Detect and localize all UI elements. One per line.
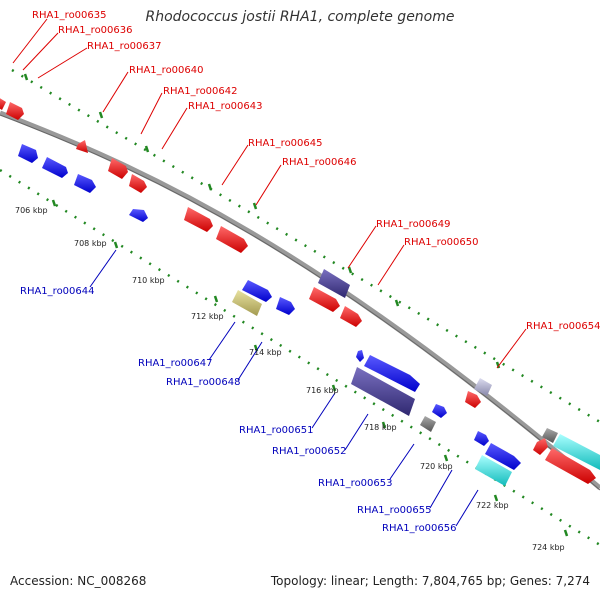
gene-ro00645[interactable]	[216, 226, 248, 253]
label-ro00636[interactable]: RHA1_ro00636	[58, 25, 133, 36]
gene-ro00646[interactable]	[318, 269, 350, 298]
gene-ro00652[interactable]	[351, 367, 415, 416]
label-ro00646[interactable]: RHA1_ro00646	[282, 157, 357, 168]
gene-ro00642[interactable]	[129, 174, 147, 193]
gene-ro00647[interactable]	[242, 280, 272, 302]
gene-rev-1[interactable]	[18, 144, 38, 163]
gene-ro00644[interactable]	[129, 209, 148, 222]
gene-khaki[interactable]	[232, 290, 262, 316]
reverse-genes	[18, 144, 521, 470]
gene-ro00651-small[interactable]	[356, 350, 364, 362]
position-ticks: 706 kbp 708 kbp 710 kbp 712 kbp 714 kbp …	[15, 206, 565, 552]
gene-ro00650[interactable]	[340, 306, 362, 327]
accession-text: Accession: NC_008268	[10, 574, 147, 588]
label-ro00653[interactable]: RHA1_ro00653	[318, 478, 393, 489]
tick-710: 710 kbp	[132, 276, 165, 285]
gene-ro00655[interactable]	[475, 455, 512, 486]
label-ro00645[interactable]: RHA1_ro00645	[248, 138, 323, 149]
label-ro00651[interactable]: RHA1_ro00651	[239, 425, 314, 436]
map-title: Rhodococcus jostii RHA1, complete genome	[145, 9, 455, 25]
label-ro00648[interactable]: RHA1_ro00648	[166, 377, 241, 388]
gene-ro00637[interactable]	[76, 140, 88, 153]
label-ro00643[interactable]: RHA1_ro00643	[188, 101, 263, 112]
tick-708: 708 kbp	[74, 239, 107, 248]
forward-genes	[0, 97, 596, 484]
label-ro00650[interactable]: RHA1_ro00650	[404, 237, 479, 248]
label-ro00655[interactable]: RHA1_ro00655	[357, 505, 432, 516]
label-ro00642[interactable]: RHA1_ro00642	[163, 86, 238, 97]
gene-ro00654-c[interactable]	[545, 448, 596, 484]
label-ro00640[interactable]: RHA1_ro00640	[129, 65, 204, 76]
tick-712: 712 kbp	[191, 312, 224, 321]
tick-718: 718 kbp	[364, 423, 397, 432]
upper-tick-track	[11, 68, 600, 424]
gene-ro00651[interactable]	[364, 355, 420, 392]
gene-ro00654-a[interactable]	[465, 391, 481, 408]
upper-ticks	[23, 73, 501, 369]
tick-714: 714 kbp	[249, 348, 282, 357]
lower-labels: RHA1_ro00644 RHA1_ro00647 RHA1_ro00648 R…	[20, 286, 457, 534]
lower-tick-track	[0, 168, 600, 547]
upper-leaders	[12, 18, 527, 369]
topology-text: Topology: linear; Length: 7,804,765 bp; …	[270, 574, 590, 588]
genome-backbone-shadow	[0, 114, 600, 491]
gene-rev-2[interactable]	[42, 157, 68, 178]
label-ro00656[interactable]: RHA1_ro00656	[382, 523, 457, 534]
gene-ro00635[interactable]	[0, 97, 6, 110]
tick-722: 722 kbp	[476, 501, 509, 510]
gene-ro00653[interactable]	[432, 404, 447, 418]
label-ro00637[interactable]: RHA1_ro00637	[87, 41, 162, 52]
tick-724: 724 kbp	[532, 543, 565, 552]
gene-ro00653-gray[interactable]	[420, 416, 436, 432]
label-ro00654[interactable]: RHA1_ro00654	[526, 321, 600, 332]
label-ro00644[interactable]: RHA1_ro00644	[20, 286, 95, 297]
label-ro00635[interactable]: RHA1_ro00635	[32, 10, 107, 21]
tick-716: 716 kbp	[306, 386, 339, 395]
gene-gray-right[interactable]	[542, 428, 558, 443]
upper-labels: RHA1_ro00635 RHA1_ro00636 RHA1_ro00637 R…	[32, 10, 600, 332]
gene-ro00654-b[interactable]	[533, 438, 548, 455]
genome-backbone	[0, 110, 600, 490]
tick-706: 706 kbp	[15, 206, 48, 215]
lower-other-genes	[232, 290, 512, 486]
upper-other-genes	[318, 269, 600, 470]
label-ro00652[interactable]: RHA1_ro00652	[272, 446, 347, 457]
gene-ro00656[interactable]	[485, 443, 521, 470]
gene-ro00643[interactable]	[184, 207, 213, 232]
lower-ticks	[51, 199, 569, 537]
gene-ro00654-gray[interactable]	[474, 378, 492, 396]
gene-ro00648[interactable]	[276, 297, 295, 315]
gene-ro00649[interactable]	[309, 287, 340, 312]
gene-cyan-right[interactable]	[553, 434, 600, 470]
gene-ro00636[interactable]	[6, 102, 24, 120]
gene-ro00640[interactable]	[108, 158, 128, 179]
gene-ro00655-blue[interactable]	[474, 431, 489, 446]
lower-leaders	[89, 249, 479, 527]
label-ro00647[interactable]: RHA1_ro00647	[138, 358, 213, 369]
gene-rev-3[interactable]	[74, 174, 96, 193]
label-ro00649[interactable]: RHA1_ro00649	[376, 219, 451, 230]
tick-720: 720 kbp	[420, 462, 453, 471]
